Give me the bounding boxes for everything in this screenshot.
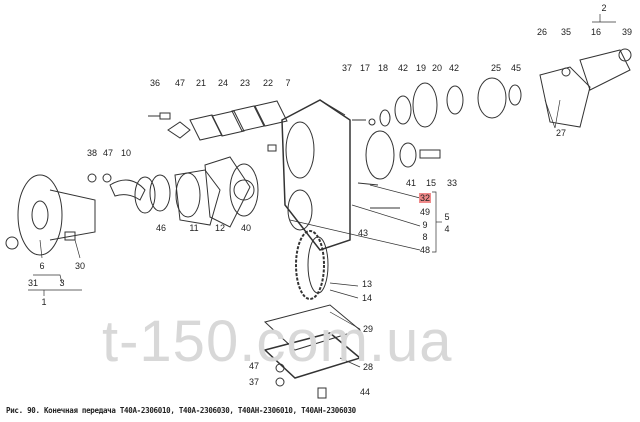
part-label: 11	[189, 223, 199, 233]
part-label: 6	[39, 261, 45, 271]
part-label: 4	[444, 224, 450, 234]
part-label: 28	[362, 362, 374, 372]
shaft-parts	[352, 48, 632, 209]
part-label: 25	[490, 63, 502, 73]
part-label: 19	[415, 63, 427, 73]
part-label: 8	[422, 232, 428, 242]
part-label: 7	[285, 78, 291, 88]
part-label: 10	[120, 148, 132, 158]
small-parts-left	[87, 156, 259, 228]
part-label: 2	[601, 3, 607, 13]
part-label: 31	[27, 278, 39, 288]
part-label: 45	[510, 63, 522, 73]
part-label: 33	[446, 178, 458, 188]
part-label: 23	[239, 78, 251, 88]
part-label: 21	[195, 78, 207, 88]
part-label: 15	[425, 178, 437, 188]
large-gear	[295, 230, 329, 300]
part-label: 20	[431, 63, 443, 73]
part-label: 17	[359, 63, 371, 73]
part-label: 12	[214, 223, 226, 233]
part-label: 35	[560, 27, 572, 37]
part-label: 44	[359, 387, 371, 397]
part-label: 48	[419, 245, 431, 255]
part-label: 26	[536, 27, 548, 37]
part-label: 47	[174, 78, 186, 88]
flange-hub	[5, 174, 96, 256]
part-label: 9	[422, 220, 428, 230]
part-label: 36	[149, 78, 161, 88]
part-label-highlighted: 32	[418, 193, 432, 203]
part-label: 47	[248, 361, 260, 371]
part-label: 40	[240, 223, 252, 233]
part-label: 41	[405, 178, 417, 188]
part-label: 43	[357, 228, 369, 238]
part-label: 42	[397, 63, 409, 73]
leader-lines	[28, 14, 616, 368]
part-label: 37	[341, 63, 353, 73]
part-label: 42	[448, 63, 460, 73]
part-label: 22	[262, 78, 274, 88]
part-label: 30	[74, 261, 86, 271]
part-label: 29	[362, 324, 374, 334]
part-label: 24	[217, 78, 229, 88]
part-label: 1	[41, 297, 47, 307]
part-label: 18	[377, 63, 389, 73]
part-label: 39	[621, 27, 633, 37]
part-label: 3	[59, 278, 65, 288]
part-label: 49	[419, 207, 431, 217]
part-label: 14	[361, 293, 373, 303]
cover-plate	[263, 304, 362, 399]
part-label: 27	[555, 128, 567, 138]
part-label: 5	[444, 212, 450, 222]
part-label: 46	[155, 223, 167, 233]
part-label: 37	[248, 377, 260, 387]
watermark: t-150.com.ua	[102, 309, 453, 374]
figure-caption: Рис. 90. Конечная передача Т40А-2306010,…	[6, 406, 356, 415]
part-label: 13	[361, 279, 373, 289]
part-label: 47	[102, 148, 114, 158]
part-label: 38	[86, 148, 98, 158]
top-small-parts	[148, 100, 288, 152]
gear-housing	[281, 99, 351, 251]
part-label: 16	[590, 27, 602, 37]
